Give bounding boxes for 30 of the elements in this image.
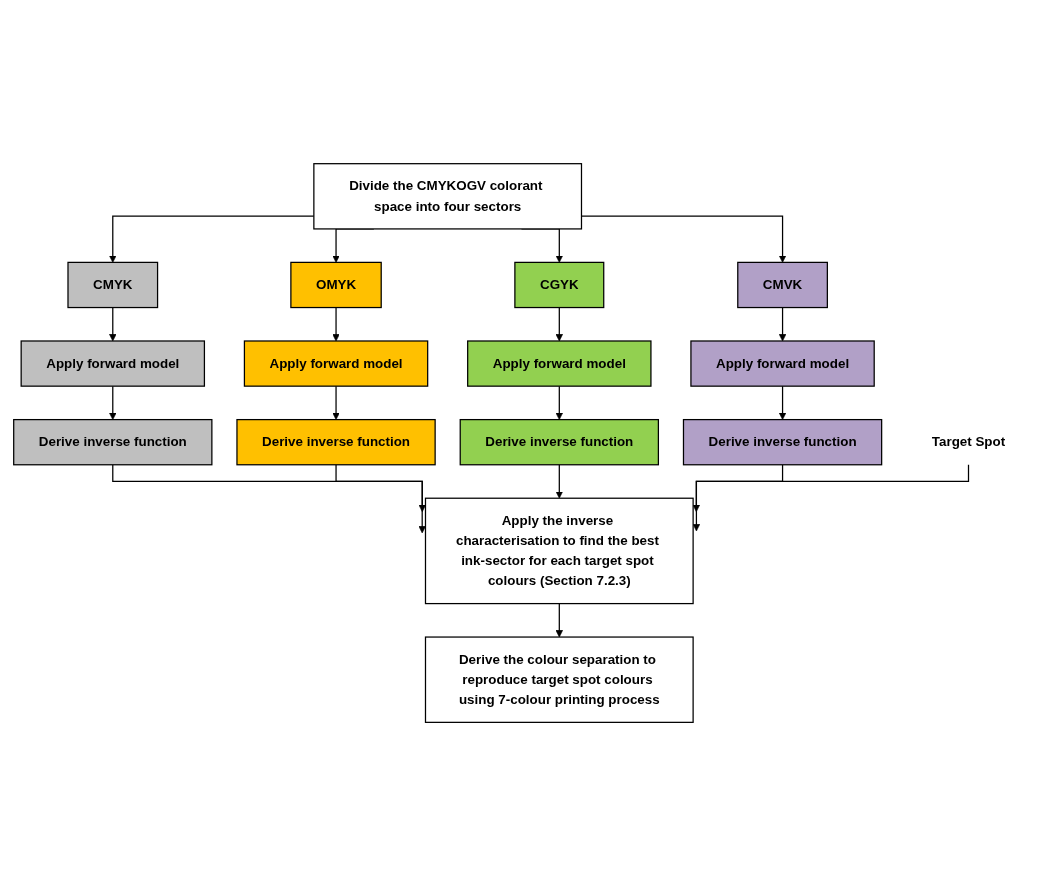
node-box: CGYK	[514, 262, 605, 309]
arrow	[692, 464, 784, 513]
arrow	[332, 307, 340, 342]
node-box: OMYK	[290, 262, 382, 309]
node-box: Apply forward model	[20, 340, 206, 388]
node-box: Derive inverse function	[13, 419, 213, 466]
node-box: Derive inverse function	[459, 419, 660, 466]
arrow	[555, 464, 563, 499]
node-box: Divide the CMYKOGV colorant space into four sectors	[313, 163, 583, 230]
node-box: CMVK	[737, 262, 828, 309]
arrow	[778, 307, 787, 342]
arrow	[332, 386, 340, 421]
arrow	[112, 464, 426, 534]
arrow	[109, 307, 117, 342]
node-box: Apply the inverse characterisation to find the best ink-sector for each target spot colours (Section 7.2.3)	[424, 498, 694, 605]
node-box: Apply forward model	[690, 340, 875, 388]
arrow	[555, 603, 563, 638]
node-box: CMYK	[67, 262, 159, 309]
node-box: Derive the colour separation to reproduce target spot colours using 7-colour printing process	[424, 636, 694, 724]
arrow	[555, 386, 563, 421]
node-box: Apply forward model	[243, 340, 429, 388]
arrow	[555, 307, 563, 342]
arrow	[778, 386, 787, 421]
node-box: Derive inverse function	[682, 419, 883, 466]
node-text: Target Spot	[931, 435, 1006, 450]
arrow	[692, 464, 970, 532]
node-box: Derive inverse function	[236, 419, 436, 466]
arrow	[335, 464, 426, 513]
arrow	[109, 386, 117, 421]
node-box: Apply forward model	[467, 340, 652, 388]
